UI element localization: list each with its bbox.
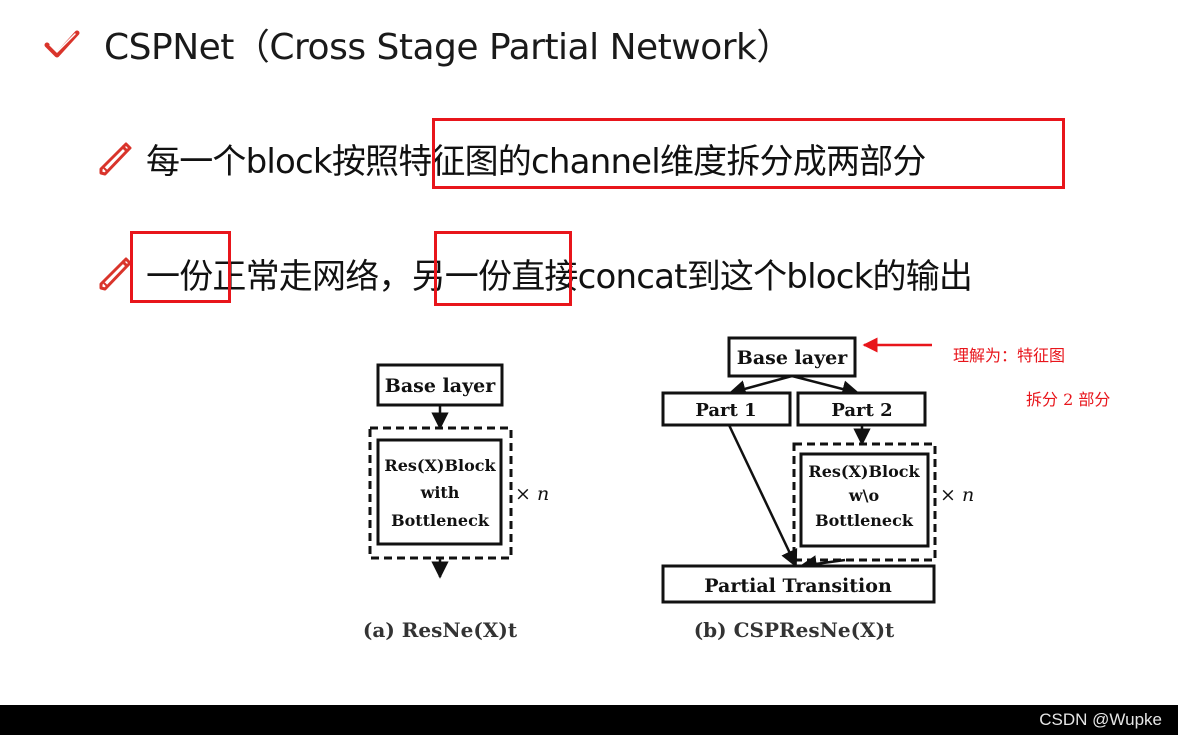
base-layer-box xyxy=(727,336,857,378)
bullet-item: 一份正常走网络，另一份直接concat到这个block的输出 xyxy=(96,243,973,303)
highlight-box xyxy=(130,231,231,303)
bullet-text: 每一个block按照特征图的channel维度拆分成两部分 xyxy=(146,141,926,182)
annotation-text: 理解为：特征图 xyxy=(953,346,1066,365)
diagram-resnext: Base layer Res(X)Block with Bottleneck ×… xyxy=(363,363,549,642)
diagram-cspresnext: Base layer Part 1 Part 2 Res(X)Block w\o… xyxy=(661,336,974,642)
block-label: Bottleneck xyxy=(815,511,914,530)
architecture-diagram: Base layer Res(X)Block with Bottleneck ×… xyxy=(363,336,974,642)
flow-arrow xyxy=(727,424,798,568)
flow-arrow xyxy=(791,374,860,398)
slide-title: CSPNet（Cross Stage Partial Network） xyxy=(104,27,792,68)
block-label: w\o xyxy=(848,486,880,505)
bullet-item: 每一个block按照特征图的channel维度拆分成两部分 xyxy=(96,128,926,188)
partial-transition-label: Partial Transition xyxy=(704,575,892,597)
repeat-group-box xyxy=(792,442,937,562)
annotation-text: 拆分 2 部分 xyxy=(1026,390,1111,409)
partial-transition-box xyxy=(661,564,936,604)
part1-label: Part 1 xyxy=(695,400,756,421)
part1-box xyxy=(661,391,792,427)
watermark-text: CSDN @Wupke xyxy=(1039,710,1162,729)
block-label: with xyxy=(420,483,460,502)
bullet-text: 一份正常走网络，另一份直接concat到这个block的输出 xyxy=(146,256,973,297)
repeat-label: × n xyxy=(515,483,549,505)
highlight-box xyxy=(432,118,1065,189)
base-layer-label: Base layer xyxy=(737,347,848,369)
title-row: CSPNet（Cross Stage Partial Network） xyxy=(42,18,792,70)
pencil-icon xyxy=(99,142,132,176)
base-layer-box xyxy=(376,363,504,407)
resx-block-box xyxy=(376,438,503,546)
block-label: Bottleneck xyxy=(391,511,490,530)
base-layer-label: Base layer xyxy=(385,375,496,397)
watermark-bar: CSDN @Wupke xyxy=(0,705,1178,735)
block-label: Res(X)Block xyxy=(384,456,496,475)
checkmark-icon xyxy=(44,30,80,58)
slide: CSPNet（Cross Stage Partial Network） 每一个b… xyxy=(42,18,1111,642)
highlight-box xyxy=(434,231,572,306)
part2-label: Part 2 xyxy=(831,400,892,421)
pencil-icon xyxy=(99,257,132,291)
flow-arrow xyxy=(728,374,793,398)
block-label: Res(X)Block xyxy=(808,462,920,481)
part2-box xyxy=(796,391,927,427)
repeat-label: × n xyxy=(940,484,974,506)
caption: (a) ResNe(X)t xyxy=(363,618,518,642)
caption: (b) CSPResNe(X)t xyxy=(694,618,895,642)
resx-block-box xyxy=(799,452,930,548)
